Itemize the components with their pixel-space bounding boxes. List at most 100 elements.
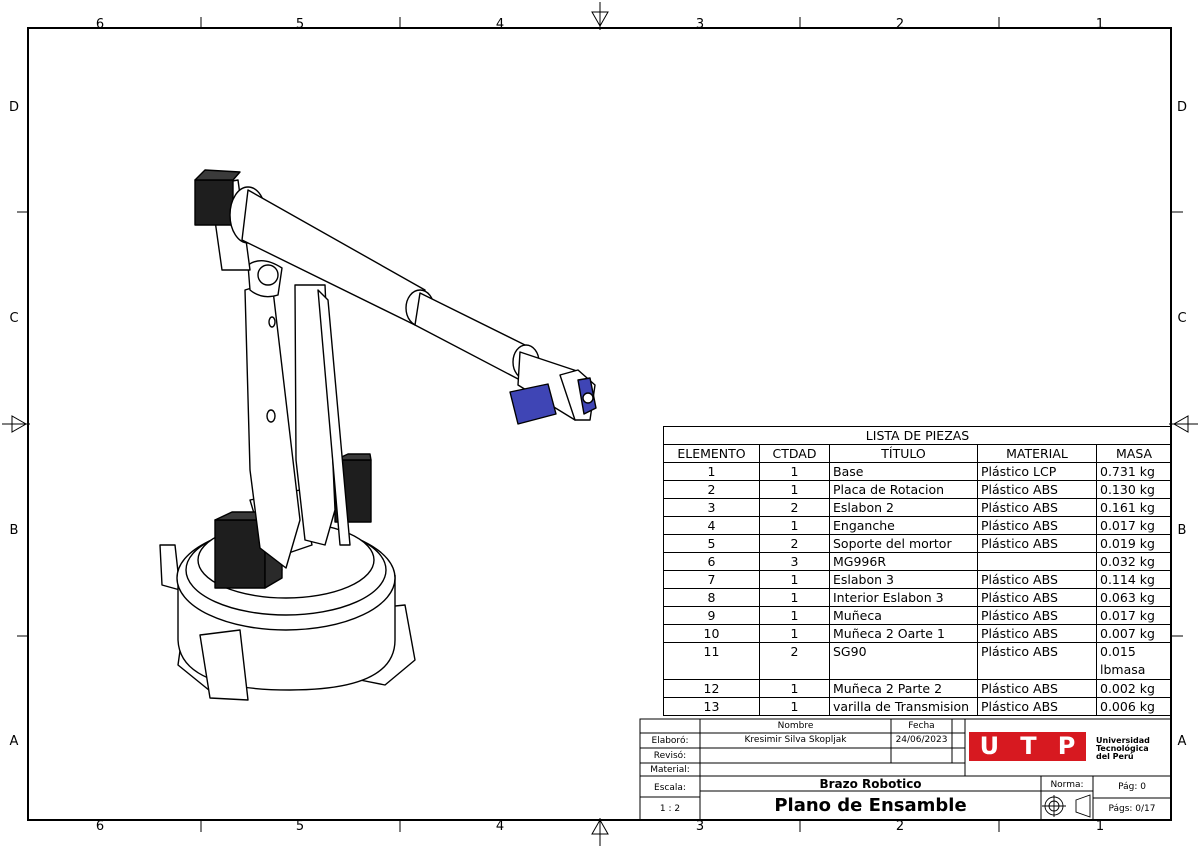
cell-masa: 0.114 kg [1095, 570, 1173, 589]
zone-col-1: 1 [1095, 17, 1105, 32]
cell-material: Plástico LCP [977, 462, 1097, 481]
cell-elemento: 6 [663, 552, 760, 571]
servo-mg996r-lower [214, 519, 266, 589]
cell-titulo: SG90 [829, 642, 978, 680]
servo-sg90-1 [509, 383, 557, 425]
zone-row-c: C [9, 311, 19, 326]
cell-masa: 0.017 kg [1095, 516, 1173, 535]
zone-col-6: 6 [95, 819, 105, 834]
elaboro-date: 24/06/2023 [895, 735, 948, 745]
cell-titulo: Soporte del mortor [829, 534, 978, 553]
cell-elemento: 9 [663, 606, 760, 625]
zone-row-b: B [9, 523, 19, 538]
projection-symbol-icon [1042, 794, 1091, 818]
cell-material: Plástico ABS [977, 624, 1097, 643]
cell-elemento: 12 [663, 679, 760, 698]
cell-ctdad: 1 [759, 697, 830, 716]
cell-material: Plástico ABS [977, 679, 1097, 698]
col-nombre-header: Nombre [777, 721, 814, 731]
cell-titulo: Eslabon 3 [829, 570, 978, 589]
cell-elemento: 3 [663, 498, 760, 517]
cell-material: Plástico ABS [977, 606, 1097, 625]
zone-col-5: 5 [295, 819, 305, 834]
zone-col-3: 3 [695, 17, 705, 32]
cell-titulo: Interior Eslabon 3 [829, 588, 978, 607]
header-masa: MASA [1095, 444, 1173, 463]
cell-material: Plástico ABS [977, 697, 1097, 716]
servo-mg996r-top [194, 179, 234, 226]
cell-elemento: 5 [663, 534, 760, 553]
header-elemento: ELEMENTO [663, 444, 760, 463]
cell-material: Plástico ABS [977, 480, 1097, 499]
logo-letter-p: P [1057, 732, 1076, 760]
escala-label: Escala: [654, 783, 686, 793]
zone-row-a: A [9, 734, 19, 749]
cell-masa: 0.161 kg [1095, 498, 1173, 517]
zone-col-2: 2 [895, 819, 905, 834]
cell-material: Plástico ABS [977, 498, 1097, 517]
cell-material: Plástico ABS [977, 570, 1097, 589]
total-pages: Págs: 0/17 [1108, 804, 1156, 814]
cell-ctdad: 1 [759, 606, 830, 625]
zone-col-2: 2 [895, 17, 905, 32]
page-number: Pág: 0 [1118, 782, 1146, 792]
zone-col-3: 3 [695, 819, 705, 834]
robot-arm-illustration [159, 169, 597, 701]
cell-masa: 0.032 kg [1095, 552, 1173, 571]
cell-ctdad: 1 [759, 480, 830, 499]
cell-material [977, 552, 1097, 571]
cell-masa: 0.731 kg [1095, 462, 1173, 481]
col-fecha-header: Fecha [908, 721, 935, 731]
cell-elemento: 10 [663, 624, 760, 643]
cell-titulo: Muñeca [829, 606, 978, 625]
reviso-label: Revisó: [653, 751, 687, 761]
cell-titulo: Muñeca 2 Parte 2 [829, 679, 978, 698]
parts-list-header-row: ELEMENTO CTDAD TÍTULO MATERIAL MASA [663, 444, 1173, 463]
cell-ctdad: 3 [759, 552, 830, 571]
zone-row-d: D [8, 100, 19, 115]
drawing-title: Plano de Ensamble [774, 795, 967, 816]
escala-value: 1 : 2 [659, 804, 681, 814]
cell-masa: 0.130 kg [1095, 480, 1173, 499]
zone-col-1: 1 [1095, 819, 1105, 834]
material-label: Material: [650, 765, 690, 775]
cell-masa: 0.019 kg [1095, 534, 1173, 553]
cell-elemento: 11 [663, 642, 760, 680]
cell-titulo: Muñeca 2 Oarte 1 [829, 624, 978, 643]
header-titulo: TÍTULO [829, 444, 978, 463]
cell-material: Plástico ABS [977, 534, 1097, 553]
cell-ctdad: 1 [759, 570, 830, 589]
cell-masa: 0.015 lbmasa [1095, 642, 1173, 680]
cell-material: Plástico ABS [977, 588, 1097, 607]
header-material: MATERIAL [977, 444, 1097, 463]
zone-col-6: 6 [95, 17, 105, 32]
zone-col-4: 4 [495, 819, 505, 834]
cell-elemento: 2 [663, 480, 760, 499]
zone-row-b: B [1177, 523, 1187, 538]
cell-ctdad: 1 [759, 516, 830, 535]
zone-col-4: 4 [495, 17, 505, 32]
zone-row-d: D [1176, 100, 1187, 115]
cell-masa: 0.017 kg [1095, 606, 1173, 625]
cell-titulo: varilla de Transmision [829, 697, 978, 716]
logo-letter-t: T [1020, 732, 1037, 760]
elaboro-name: Kresimir Silva Skopljak [744, 735, 847, 745]
cell-elemento: 7 [663, 570, 760, 589]
cell-ctdad: 2 [759, 642, 830, 680]
cell-titulo: Eslabon 2 [829, 498, 978, 517]
cell-elemento: 1 [663, 462, 760, 481]
norma-label: Norma: [1050, 780, 1084, 790]
